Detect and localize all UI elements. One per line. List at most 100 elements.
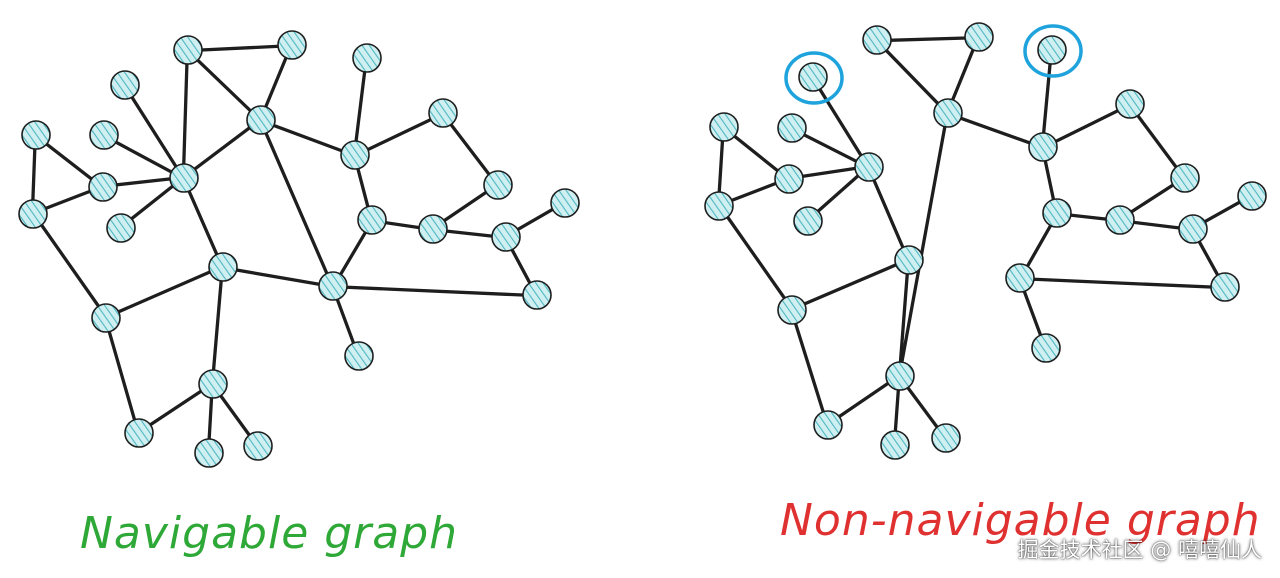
navigable-node-a <box>173 35 203 65</box>
non-navigable-edge-D-J <box>810 76 869 169</box>
navigable-edge-a-j <box>183 49 189 179</box>
non-navigable-node-X <box>885 361 915 391</box>
navigable-edge-i-h <box>354 112 444 156</box>
navigable-edge-c-j <box>122 84 184 180</box>
non-navigable-node-R <box>1178 214 1208 244</box>
navigable-node-r <box>491 222 521 252</box>
non-navigable-node-G <box>933 98 963 128</box>
navigable-edge-g-i <box>259 120 356 158</box>
navigable-edge-v-n <box>33 212 109 319</box>
non-navigable-edge-A-B <box>876 37 981 43</box>
navigable-graph-edges <box>30 43 566 454</box>
non-navigable-node-M <box>1237 181 1267 211</box>
non-navigable-node-Q <box>1105 205 1135 235</box>
navigable-node-i <box>340 140 370 170</box>
navigable-edge-s-v <box>105 266 224 319</box>
navigable-graph-nodes <box>18 30 580 468</box>
non-navigable-edge-V-Y <box>789 309 828 427</box>
non-navigable-edge-H-L <box>1127 103 1185 180</box>
non-navigable-node-K <box>774 164 804 194</box>
non-navigable-graph-nodes <box>704 22 1267 460</box>
navigable-edge-g-i <box>260 119 356 156</box>
navigable-edge-j-s <box>183 177 224 268</box>
navigable-node-k <box>88 172 118 202</box>
navigable-edge-t-u <box>332 285 538 296</box>
navigable-edge-h-l <box>442 112 499 186</box>
navigable-edge-v-y <box>103 317 139 435</box>
non-navigable-edge-C-I <box>1042 49 1053 148</box>
non-navigable-node-I <box>1028 132 1058 162</box>
non-navigable-node-B <box>964 22 994 52</box>
navigable-edge-f-j <box>103 134 185 179</box>
navigable-edge-g-j <box>182 117 262 178</box>
navigable-edge-s-t <box>221 267 334 289</box>
isolated-node-highlight-C <box>1023 24 1083 78</box>
navigable-edge-c-j <box>124 84 185 179</box>
isolated-node-highlight-D <box>784 51 844 105</box>
non-navigable-edge-S-X <box>897 258 909 377</box>
navigable-edge-t-u <box>331 286 538 298</box>
non-navigable-edge-T-U <box>1019 277 1226 288</box>
non-navigable-edge-T-U <box>1018 278 1226 290</box>
navigable-node-q <box>418 214 448 244</box>
non-navigable-node-F <box>777 113 807 143</box>
non-navigable-edge-V-N <box>718 205 793 311</box>
non-navigable-node-C <box>1037 35 1067 65</box>
navigable-node-g <box>246 105 276 135</box>
navigable-edge-a-g <box>186 49 262 122</box>
non-navigable-node-H <box>1115 89 1145 119</box>
watermark: 掘金技术社区 @ 嘻嘻仙人 <box>1017 538 1262 562</box>
navigable-node-h <box>428 98 458 128</box>
caption-navigable-graph: Navigable graph <box>80 508 458 559</box>
non-navigable-node-U <box>1210 272 1240 302</box>
non-navigable-edge-J-S <box>868 166 910 261</box>
non-navigable-edge-I-H <box>1042 103 1131 148</box>
non-navigable-node-W <box>1031 333 1061 363</box>
navigable-node-f <box>89 120 119 150</box>
isolated-node-highlights <box>784 24 1083 105</box>
non-navigable-edge-S-V <box>790 257 910 310</box>
navigable-node-x <box>198 369 228 399</box>
navigable-node-p <box>357 205 387 235</box>
non-navigable-node-AA <box>931 423 961 453</box>
navigable-edge-a-g <box>187 49 262 121</box>
non-navigable-edge-V-Y <box>791 309 829 426</box>
non-navigable-graph <box>704 22 1267 460</box>
navigable-node-w <box>344 341 374 371</box>
navigable-node-n <box>18 199 48 229</box>
non-navigable-edge-G-I <box>946 113 1044 150</box>
navigable-edge-j-s <box>181 177 223 269</box>
navigable-edge-i-h <box>354 113 445 158</box>
caption-non-navigable-graph: Non-navigable graph <box>780 495 1261 546</box>
navigable-node-v <box>91 303 121 333</box>
navigable-node-z <box>194 438 224 468</box>
non-navigable-node-Z <box>880 430 910 460</box>
navigable-edge-v-y <box>105 317 140 434</box>
navigable-edge-h-l <box>440 112 498 187</box>
navigable-node-j <box>169 163 199 193</box>
navigable-edge-a-j <box>181 48 188 179</box>
navigable-edge-g-t <box>260 119 334 287</box>
non-navigable-edge-I-H <box>1042 104 1132 150</box>
non-navigable-edge-J-S <box>866 166 909 262</box>
navigable-edge-s-x <box>212 266 224 385</box>
navigable-node-aa <box>243 431 273 461</box>
non-navigable-node-T <box>1005 263 1035 293</box>
navigable-node-c <box>110 70 140 100</box>
navigable-edge-x-y <box>137 381 214 433</box>
non-navigable-node-S <box>894 245 924 275</box>
non-navigable-edge-D-J <box>812 76 870 168</box>
navigable-node-m <box>550 188 580 218</box>
navigable-edge-f-j <box>102 135 185 181</box>
navigable-edge-g-t <box>258 119 333 288</box>
navigable-node-t <box>318 271 348 301</box>
navigable-node-b <box>277 30 307 60</box>
navigable-edge-s-x <box>210 265 223 385</box>
navigable-graph <box>18 30 580 468</box>
navigable-edge-v-n <box>32 213 107 319</box>
non-navigable-node-V <box>777 295 807 325</box>
navigable-edge-a-b <box>187 44 293 51</box>
non-navigable-edge-H-L <box>1129 103 1186 179</box>
non-navigable-node-Y <box>813 410 843 440</box>
